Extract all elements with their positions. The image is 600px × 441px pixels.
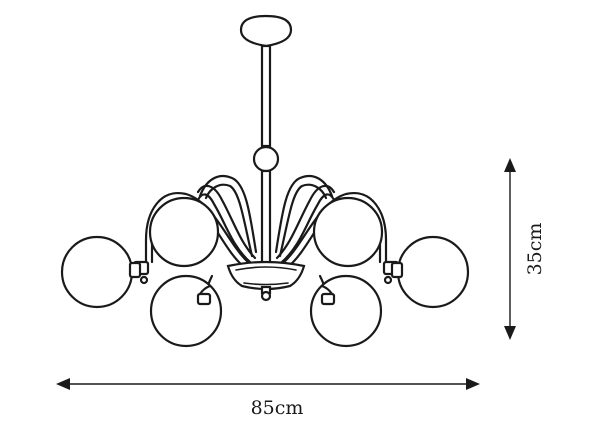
rod-ball-joint: [252, 145, 280, 173]
globe-upper-left: [148, 196, 220, 268]
arrowhead-up-icon: [504, 158, 516, 172]
globe-caps: [128, 261, 404, 306]
bowl-finial: [260, 290, 272, 302]
globe-upper-right: [312, 196, 384, 268]
globe-far-right: [396, 235, 470, 309]
ceiling-canopy: [239, 14, 293, 48]
arrowhead-down-icon: [504, 326, 516, 340]
arrowhead-right-icon: [466, 378, 480, 390]
hanging-rod: [252, 44, 280, 265]
height-label: 35cm: [524, 223, 546, 276]
width-label: 85cm: [251, 397, 304, 419]
globe-far-left: [60, 235, 134, 309]
central-bowl: [226, 260, 306, 302]
globes: [60, 196, 470, 348]
chandelier: [60, 14, 470, 348]
height-dimension: 35cm: [504, 158, 546, 340]
width-dimension: 85cm: [56, 378, 480, 419]
arrowhead-left-icon: [56, 378, 70, 390]
